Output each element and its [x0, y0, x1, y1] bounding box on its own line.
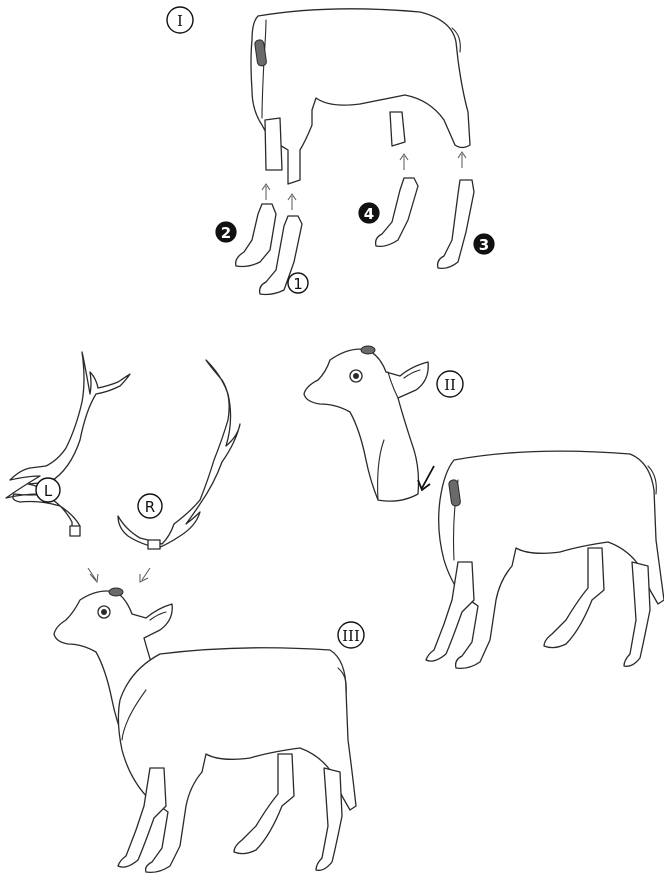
leg-number-2: 2 — [216, 222, 236, 242]
antler-icon — [118, 360, 240, 549]
step-1-label: I — [177, 12, 183, 30]
body-icon — [251, 9, 470, 184]
step-3-group: III — [54, 588, 364, 872]
antler-right-marker: R — [138, 494, 162, 518]
svg-text:4: 4 — [364, 205, 374, 223]
body-icon — [118, 648, 356, 873]
step-2-marker: II — [437, 371, 463, 397]
svg-text:2: 2 — [221, 224, 231, 242]
leg-number-4: 4 — [359, 203, 379, 223]
svg-text:L: L — [44, 482, 53, 500]
arrow-icon — [88, 568, 150, 582]
svg-text:3: 3 — [479, 236, 489, 254]
body-icon — [426, 451, 664, 668]
leg-number-3: 3 — [474, 234, 494, 254]
svg-text:R: R — [145, 498, 155, 516]
leg-icon — [236, 178, 474, 295]
arrow-icon — [418, 466, 434, 490]
head-icon — [304, 346, 428, 501]
svg-text:II: II — [444, 376, 456, 394]
leg-number-1: 1 — [288, 273, 308, 293]
step-3-marker: III — [338, 622, 364, 648]
step-1-group: I — [167, 7, 494, 295]
antler-right-group: R — [118, 360, 240, 549]
svg-text:1: 1 — [293, 275, 303, 293]
antler-icon — [6, 352, 130, 536]
step-1-marker: I — [167, 7, 193, 33]
step-2-group: II — [304, 346, 664, 668]
antler-left-group: L — [6, 352, 130, 536]
svg-text:III: III — [342, 627, 360, 645]
antler-left-marker: L — [36, 478, 60, 502]
